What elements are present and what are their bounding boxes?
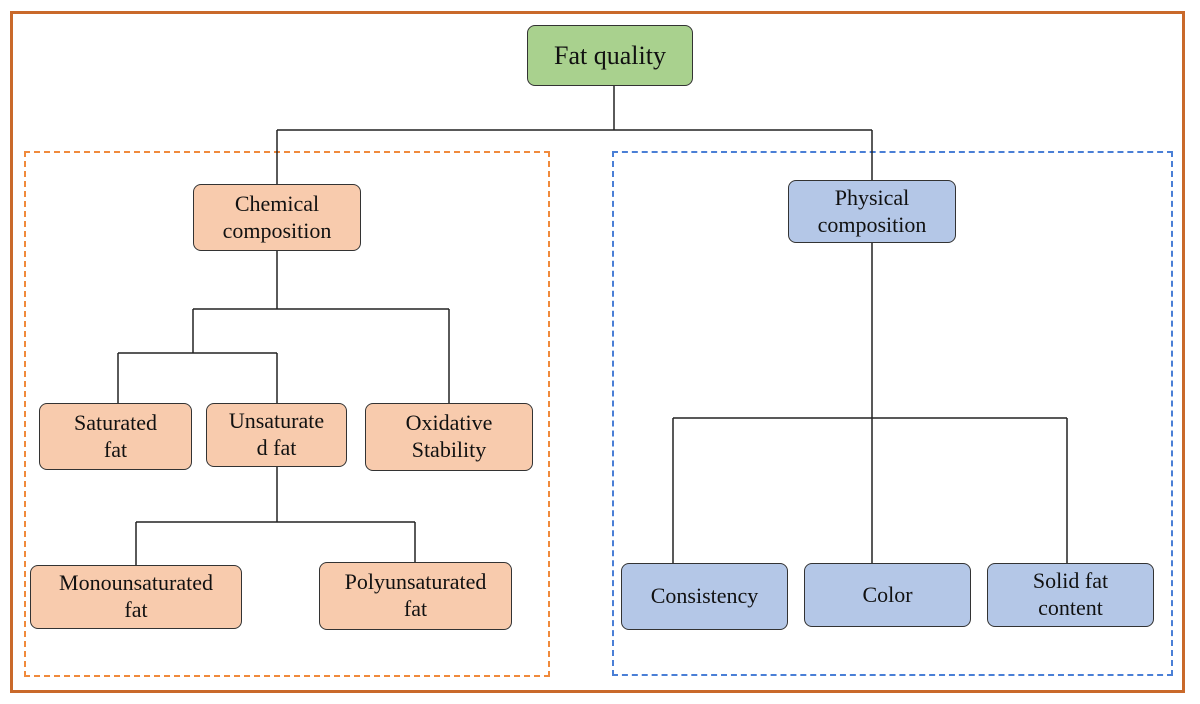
- saturated-fat-node: Saturated fat: [39, 403, 192, 470]
- oxidative-stability-node: Oxidative Stability: [365, 403, 533, 471]
- color-node: Color: [804, 563, 971, 627]
- outer-frame: [10, 11, 1185, 693]
- physical-composition-node: Physical composition: [788, 180, 956, 243]
- solid-fat-content-node: Solid fat content: [987, 563, 1154, 627]
- consistency-node: Consistency: [621, 563, 788, 630]
- monounsaturated-fat-node: Monounsaturated fat: [30, 565, 242, 629]
- fat-quality-node: Fat quality: [527, 25, 693, 86]
- unsaturated-fat-node: Unsaturate d fat: [206, 403, 347, 467]
- chemical-group-box: [24, 151, 550, 677]
- chemical-composition-node: Chemical composition: [193, 184, 361, 251]
- physical-group-box: [612, 151, 1173, 676]
- polyunsaturated-fat-node: Polyunsaturated fat: [319, 562, 512, 630]
